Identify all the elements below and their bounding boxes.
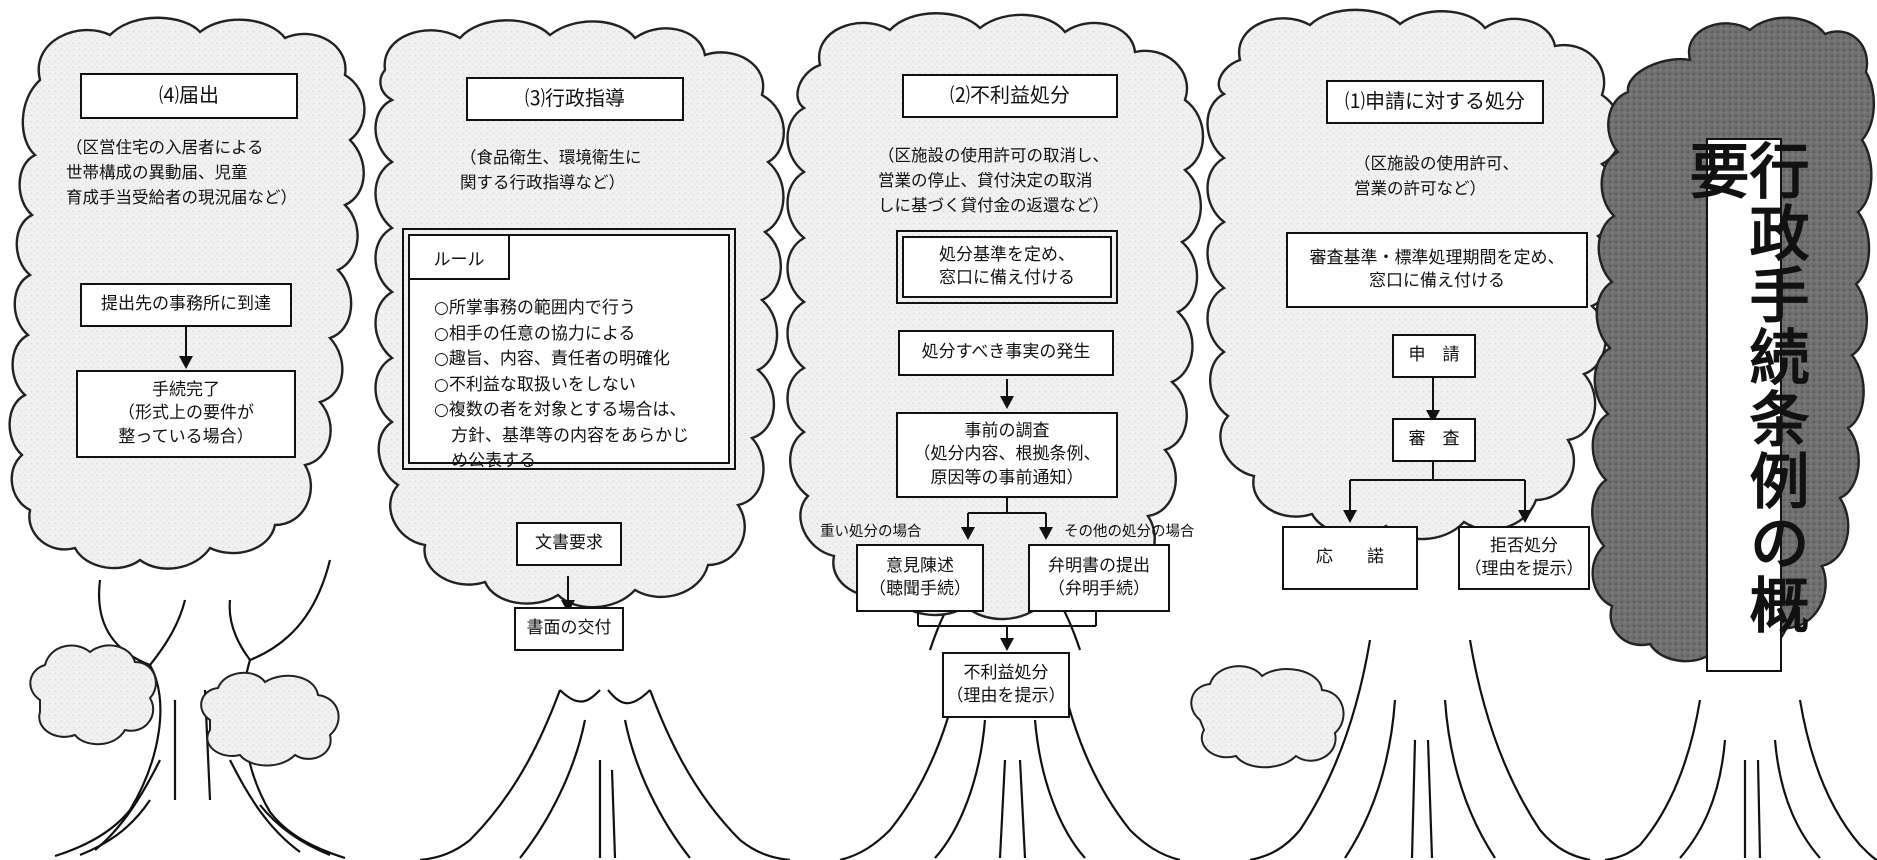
bushes — [29, 644, 1345, 769]
rule-item: ○不利益な取扱いをしない — [434, 374, 636, 395]
shinsei-step-review: 審 査 — [1392, 418, 1476, 462]
furieki-title: ⑵不利益処分 — [902, 74, 1118, 118]
trunks — [54, 559, 1877, 860]
gyosei-shido-title: ⑶行政指導 — [466, 77, 684, 121]
furieki-step-fact: 処分すべき事実の発生 — [898, 330, 1114, 376]
rules-label: ルール — [410, 236, 510, 280]
shinsei-result-reject: 拒否処分 （理由を提示） — [1458, 526, 1590, 590]
rule-item: ○相手の任意の協力による — [434, 323, 636, 344]
furieki-step-investigation: 事前の調査 （処分内容、根拠条例、 原因等の事前通知） — [896, 412, 1118, 498]
furieki-branch-explanation: 弁明書の提出 （弁明手続） — [1028, 544, 1170, 612]
rule-item: ○複数の者を対象とする場合は、 方針、基準等の内容をあらかじ め公表する — [434, 400, 689, 471]
main-title-text: 行政手続条例の概要 — [1679, 140, 1809, 636]
furieki-step-criteria: 処分基準を定め、 窓口に備え付ける — [896, 230, 1118, 304]
todokede-step-complete: 手続完了 （形式上の要件が 整っている場合） — [76, 370, 296, 458]
shinsei-note: （区施設の使用許可、 営業の許可など） — [1354, 154, 1519, 198]
arrowheads — [179, 356, 1532, 651]
shinsei-step-criteria: 審査基準・標準処理期間を定め、 窓口に備え付ける — [1286, 232, 1588, 308]
shinsei-title: ⑴申請に対する処分 — [1326, 80, 1544, 124]
furieki-branch-heavy-label: 重い処分の場合 — [820, 524, 922, 540]
furieki-note: （区施設の使用許可の取消し、 営業の停止、貸付決定の取消 しに基づく貸付金の返還… — [878, 146, 1109, 215]
gyosei-shido-step-issue: 書面の交付 — [514, 607, 624, 651]
todokede-step-arrival: 提出先の事務所に到達 — [80, 283, 292, 327]
gyosei-shido-note: （食品衛生、環境衛生に 関する行政指導など） — [460, 148, 642, 192]
rule-item: ○所掌事務の範囲内で行う — [434, 298, 636, 318]
todokede-title: ⑷届出 — [80, 73, 298, 119]
shinsei-step-application: 申 請 — [1392, 334, 1476, 378]
rule-item: ○趣旨、内容、責任者の明確化 — [434, 349, 670, 369]
furieki-result: 不利益処分 （理由を提示） — [942, 652, 1070, 718]
connectors — [185, 326, 1526, 638]
todokede-note: （区営住宅の入居者による 世帯構成の異動届、児童 育成手当受給者の現況届など） — [66, 138, 297, 207]
gyosei-shido-rules-panel: ルール ○所掌事務の範囲内で行う ○相手の任意の協力による ○趣旨、内容、責任者… — [402, 228, 736, 471]
gyosei-shido-step-request: 文書要求 — [516, 522, 622, 566]
main-title: 行政手続条例の概要 — [1679, 138, 1809, 672]
furieki-branch-hearing: 意見陳述 （聴聞手続） — [856, 544, 984, 612]
furieki-branch-other-label: その他の処分の場合 — [1064, 524, 1195, 540]
shinsei-result-accept: 応 諾 — [1282, 526, 1418, 590]
rules-list: ○所掌事務の範囲内で行う ○相手の任意の協力による ○趣旨、内容、責任者の明確化… — [434, 296, 689, 475]
